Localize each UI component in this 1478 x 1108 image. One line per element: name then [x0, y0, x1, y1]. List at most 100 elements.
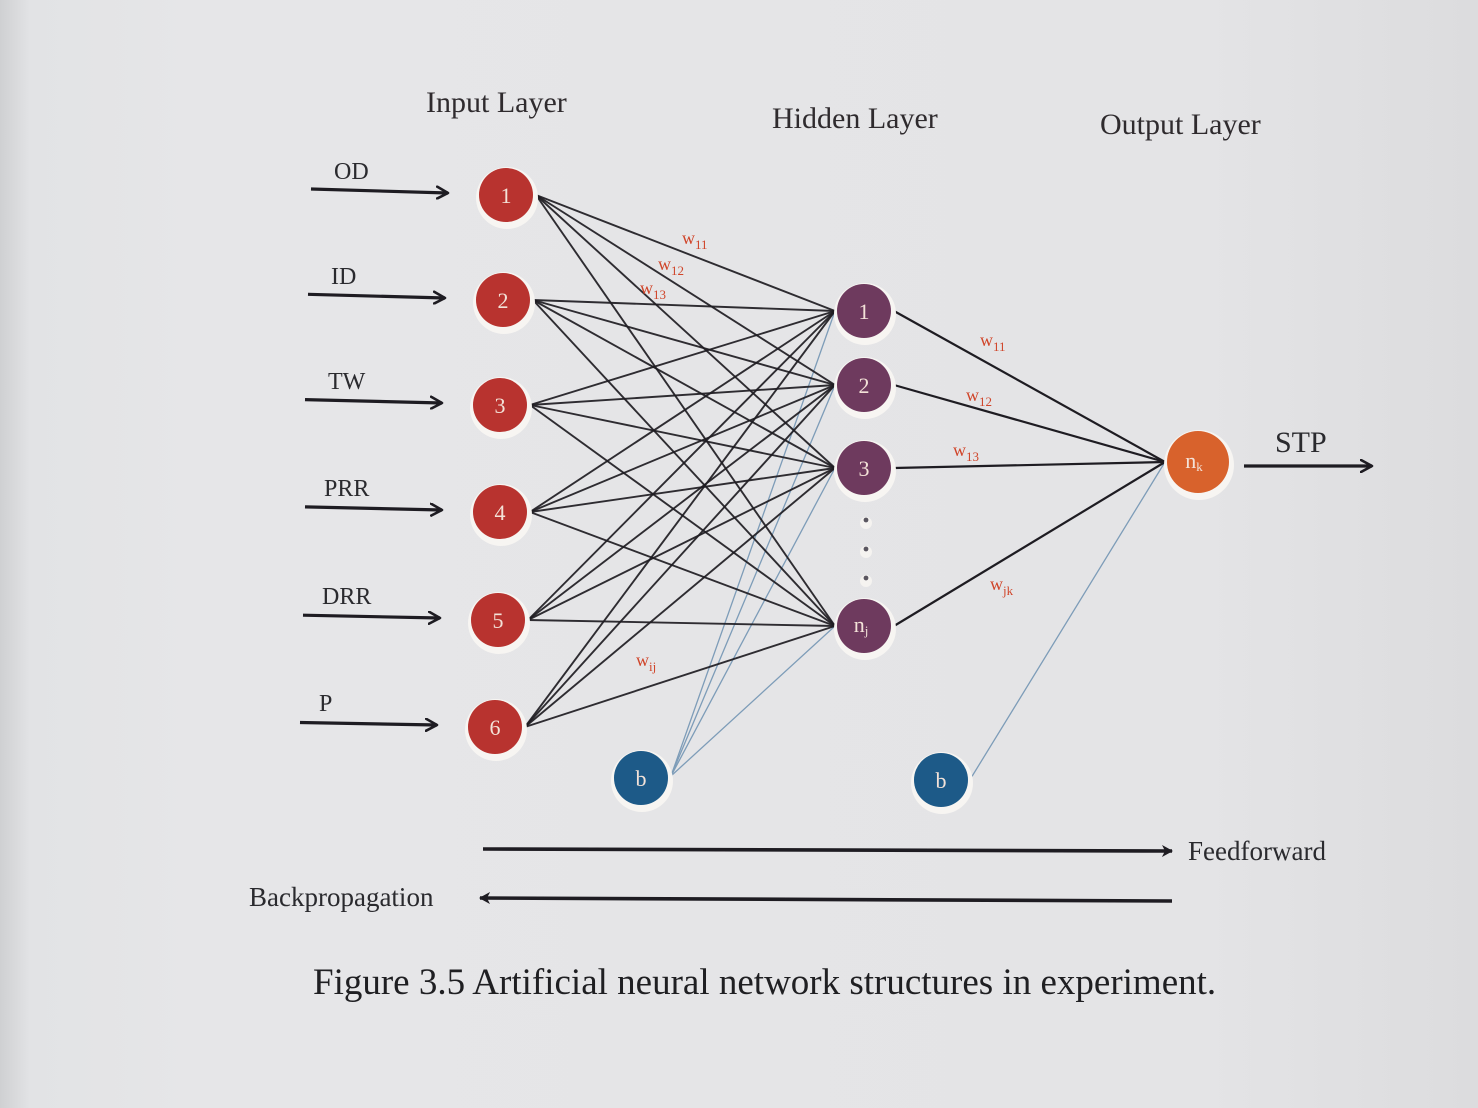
weight-input-hidden-13-base: w — [640, 278, 653, 298]
ellipsis-dot — [863, 517, 869, 523]
weight-input-hidden-ij: wij — [636, 650, 656, 674]
node-label-main: 2 — [498, 288, 509, 313]
node-label-main: 3 — [495, 393, 506, 418]
node-label-main: b — [936, 768, 947, 793]
connection-input-6-hidden-3 — [524, 467, 836, 728]
connection-input-1-hidden-2 — [535, 194, 836, 386]
feedforward-arrow — [482, 844, 1173, 857]
weight-hidden-output-jk: wjk — [990, 574, 1014, 598]
node-label-main: 3 — [859, 456, 870, 481]
bias-node-1: b — [611, 750, 673, 812]
connection-input-4-hidden-4 — [529, 511, 836, 627]
weight-input-hidden-12: w12 — [658, 254, 684, 278]
input-arrow-6 — [299, 723, 437, 726]
connection-input-5-hidden-3 — [527, 467, 836, 621]
weight-hidden-output-12: w12 — [966, 385, 992, 409]
output-layer-title: Output Layer — [1100, 108, 1261, 141]
ellipsis-dot-halo — [860, 546, 872, 558]
input-node-6: 6 — [465, 699, 527, 761]
ellipsis-dot-halo — [860, 575, 872, 587]
hidden-node-3: 3 — [834, 440, 896, 502]
hidden-node-4-circle — [837, 599, 891, 653]
weight-hidden-output-jk-base: w — [990, 574, 1003, 594]
node-label: 1 — [859, 299, 870, 324]
input-label-p: P — [319, 691, 332, 717]
bias-node-2: b — [911, 752, 973, 814]
connection-hidden-3-output — [893, 460, 1166, 470]
node-label-main: 6 — [490, 715, 501, 740]
hidden-node-1-circle — [837, 284, 891, 338]
node-label-main: 1 — [501, 183, 512, 208]
input-node-5: 5 — [468, 592, 530, 654]
input-arrow-4 — [304, 507, 442, 510]
weight-input-hidden-11-sub: 11 — [695, 237, 708, 252]
connection-input-6-hidden-1 — [524, 310, 836, 728]
connection-input-4-hidden-2 — [529, 384, 836, 513]
input-layer-title: Input Layer — [426, 86, 567, 119]
input-label-od: OD — [334, 159, 369, 185]
hidden-layer-title: Hidden Layer — [772, 102, 938, 135]
node-label: 2 — [498, 288, 509, 313]
input-node-4: 4 — [470, 484, 532, 546]
connection-input-2-hidden-2 — [532, 299, 836, 386]
weight-hidden-output-11: w11 — [980, 330, 1006, 354]
weight-hidden-output-13-sub: 13 — [966, 449, 979, 464]
connection-input-3-hidden-1 — [529, 310, 836, 406]
weight-input-hidden-ij-base: w — [636, 650, 649, 670]
backpropagation-arrow — [479, 892, 1173, 905]
weight-input-hidden-12-sub: 12 — [671, 263, 684, 278]
output-node-group: nk — [1164, 430, 1234, 500]
feedforward-label: Feedforward — [1188, 836, 1326, 866]
weight-input-hidden-13: w13 — [640, 278, 666, 302]
figure-caption: Figure 3.5 Artificial neural network str… — [313, 962, 1216, 1003]
node-label-sub: j — [864, 623, 869, 638]
input-node-2: 2 — [473, 272, 535, 334]
node-label: 5 — [493, 608, 504, 633]
node-label: b — [636, 766, 647, 791]
input-node-3-circle — [473, 378, 527, 432]
output-node-circle — [1167, 431, 1229, 493]
connection-input-3-hidden-2 — [529, 384, 836, 406]
node-label-main: 4 — [495, 500, 506, 525]
weight-hidden-output-jk-sub: jk — [1002, 583, 1014, 598]
connection-input-3-hidden-3 — [529, 404, 836, 469]
input-node-1-circle — [479, 168, 533, 222]
connection-input-5-hidden-4 — [527, 619, 836, 627]
input-hidden-connections — [524, 194, 836, 728]
connection-input-2-hidden-1 — [532, 299, 836, 312]
node-label: 3 — [495, 393, 506, 418]
connection-input-4-hidden-3 — [529, 467, 836, 513]
node-label-main: n — [854, 612, 865, 637]
node-label: 1 — [501, 183, 512, 208]
input-node-5-circle — [471, 593, 525, 647]
weight-hidden-output-11-sub: 11 — [993, 339, 1006, 354]
bias-connections — [670, 310, 1166, 779]
bias-connection-hidden-3 — [670, 467, 836, 777]
input-arrow-1 — [310, 189, 448, 193]
bias-connection-hidden-2 — [670, 384, 836, 777]
weight-hidden-output-13-base: w — [953, 440, 966, 460]
node-label: b — [936, 768, 947, 793]
connection-input-6-hidden-4 — [524, 625, 836, 728]
backpropagation-label: Backpropagation — [249, 882, 434, 912]
connection-input-6-hidden-2 — [524, 384, 836, 728]
connection-hidden-2-output — [893, 383, 1166, 464]
bias-node-1-circle — [614, 751, 668, 805]
output-label-stp: STP — [1275, 426, 1327, 459]
weight-input-hidden-11: w11 — [682, 228, 708, 252]
connection-hidden-4-output — [893, 461, 1166, 627]
input-node-4-circle — [473, 485, 527, 539]
hidden-output-connections — [893, 310, 1166, 627]
ellipsis-dot — [863, 575, 869, 581]
weight-hidden-output-13: w13 — [953, 440, 979, 464]
bias-connection-hidden-4 — [670, 625, 836, 777]
input-arrow-2 — [307, 294, 445, 298]
bias-connection-hidden-1 — [670, 310, 836, 777]
ellipsis-dot — [863, 546, 869, 552]
bias-connection-output — [970, 461, 1166, 779]
input-node-6-circle — [468, 700, 522, 754]
node-label: nj — [854, 612, 869, 638]
